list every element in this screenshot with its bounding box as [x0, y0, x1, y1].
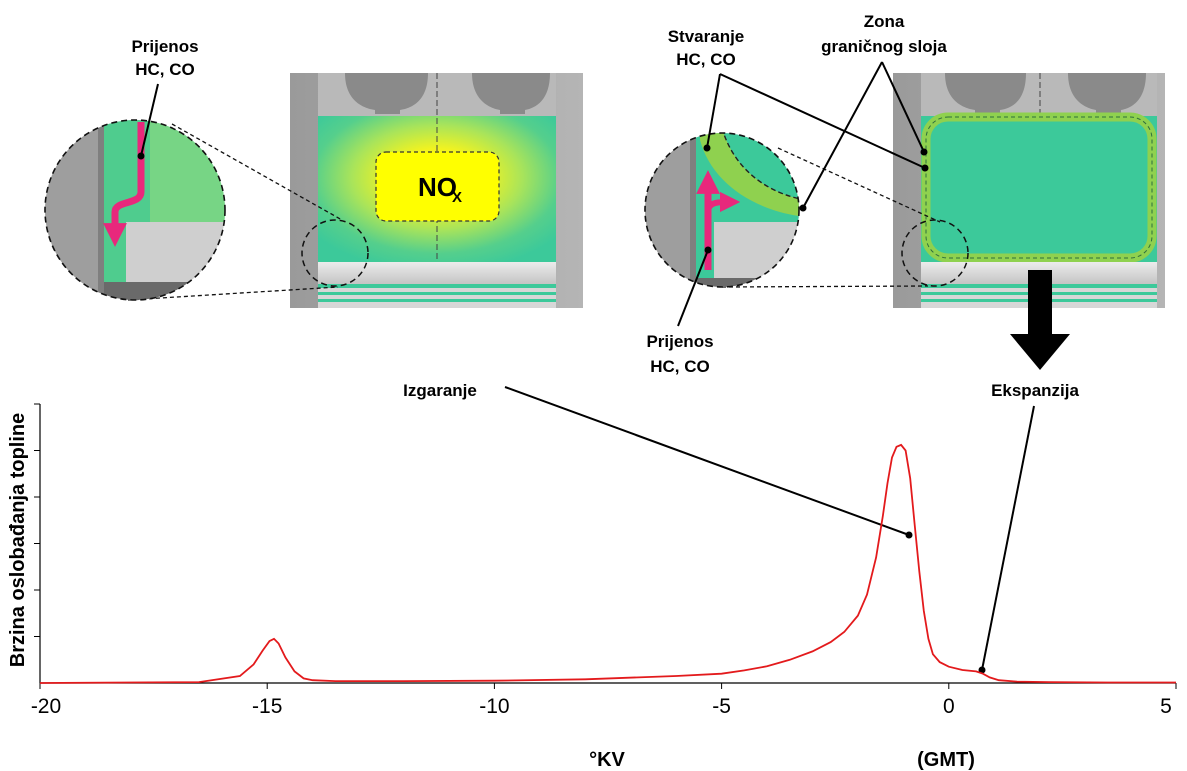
left-cylinder: NO X [290, 73, 583, 308]
valve-left-2 [945, 73, 1026, 114]
boundary-layer-zone [921, 112, 1157, 263]
valve-right-2 [1068, 73, 1146, 114]
nox-zone [375, 151, 500, 222]
izgaranje-label: Izgaranje [403, 381, 913, 539]
svg-text:Izgaranje: Izgaranje [403, 381, 477, 400]
svg-text:graničnog sloja: graničnog sloja [821, 37, 947, 56]
x-tick-label: -15 [252, 695, 282, 718]
expansion-arrow [1010, 270, 1070, 370]
x-tick-label: 5 [1160, 695, 1172, 718]
stvaranje-label: Stvaranje HC, CO [668, 27, 929, 172]
heat-release-chart: -20 -15 -10 -5 0 5 Brzina oslobađanja topline… [7, 403, 1177, 771]
valve-left [345, 73, 428, 114]
svg-text:Ekspanzija: Ekspanzija [991, 381, 1079, 400]
svg-text:Stvaranje: Stvaranje [668, 27, 745, 46]
svg-text:Prijenos: Prijenos [131, 37, 198, 56]
heat-release-curve [39, 443, 1176, 684]
right-cylinder [893, 73, 1165, 308]
x-tick-label: -10 [479, 695, 509, 718]
x-tick-label: 0 [943, 695, 955, 718]
svg-text:Zona: Zona [864, 12, 905, 31]
valve-right [472, 73, 550, 114]
nox-label: NO [418, 172, 457, 202]
x-axis-title-secondary: (GMT) [917, 749, 975, 771]
transfer-arrow-branch [705, 191, 741, 232]
x-tick-label: -20 [31, 695, 61, 718]
x-tick-label: -5 [712, 695, 731, 718]
x-axis-title: °KV [589, 749, 625, 771]
nox-subscript: X [452, 189, 462, 206]
zoom-source-right [901, 219, 969, 287]
svg-text:HC, CO: HC, CO [676, 50, 736, 69]
svg-text:HC, CO: HC, CO [135, 60, 195, 79]
ekspanzija-label: Ekspanzija [978, 381, 1079, 674]
y-axis-title: Brzina oslobađanja topline [7, 413, 29, 667]
svg-text:HC, CO: HC, CO [650, 357, 710, 376]
svg-text:Prijenos: Prijenos [646, 332, 713, 351]
zoom-source-left [301, 219, 369, 287]
transfer-arrow-left [103, 122, 145, 247]
right-zoom-circle [644, 132, 941, 288]
prijenos-right-label: Prijenos HC, CO [646, 246, 714, 376]
prijenos-left-label: Prijenos HC, CO [131, 37, 199, 160]
piston [318, 262, 556, 284]
zona-label: Zona graničnog sloja [799, 12, 947, 212]
